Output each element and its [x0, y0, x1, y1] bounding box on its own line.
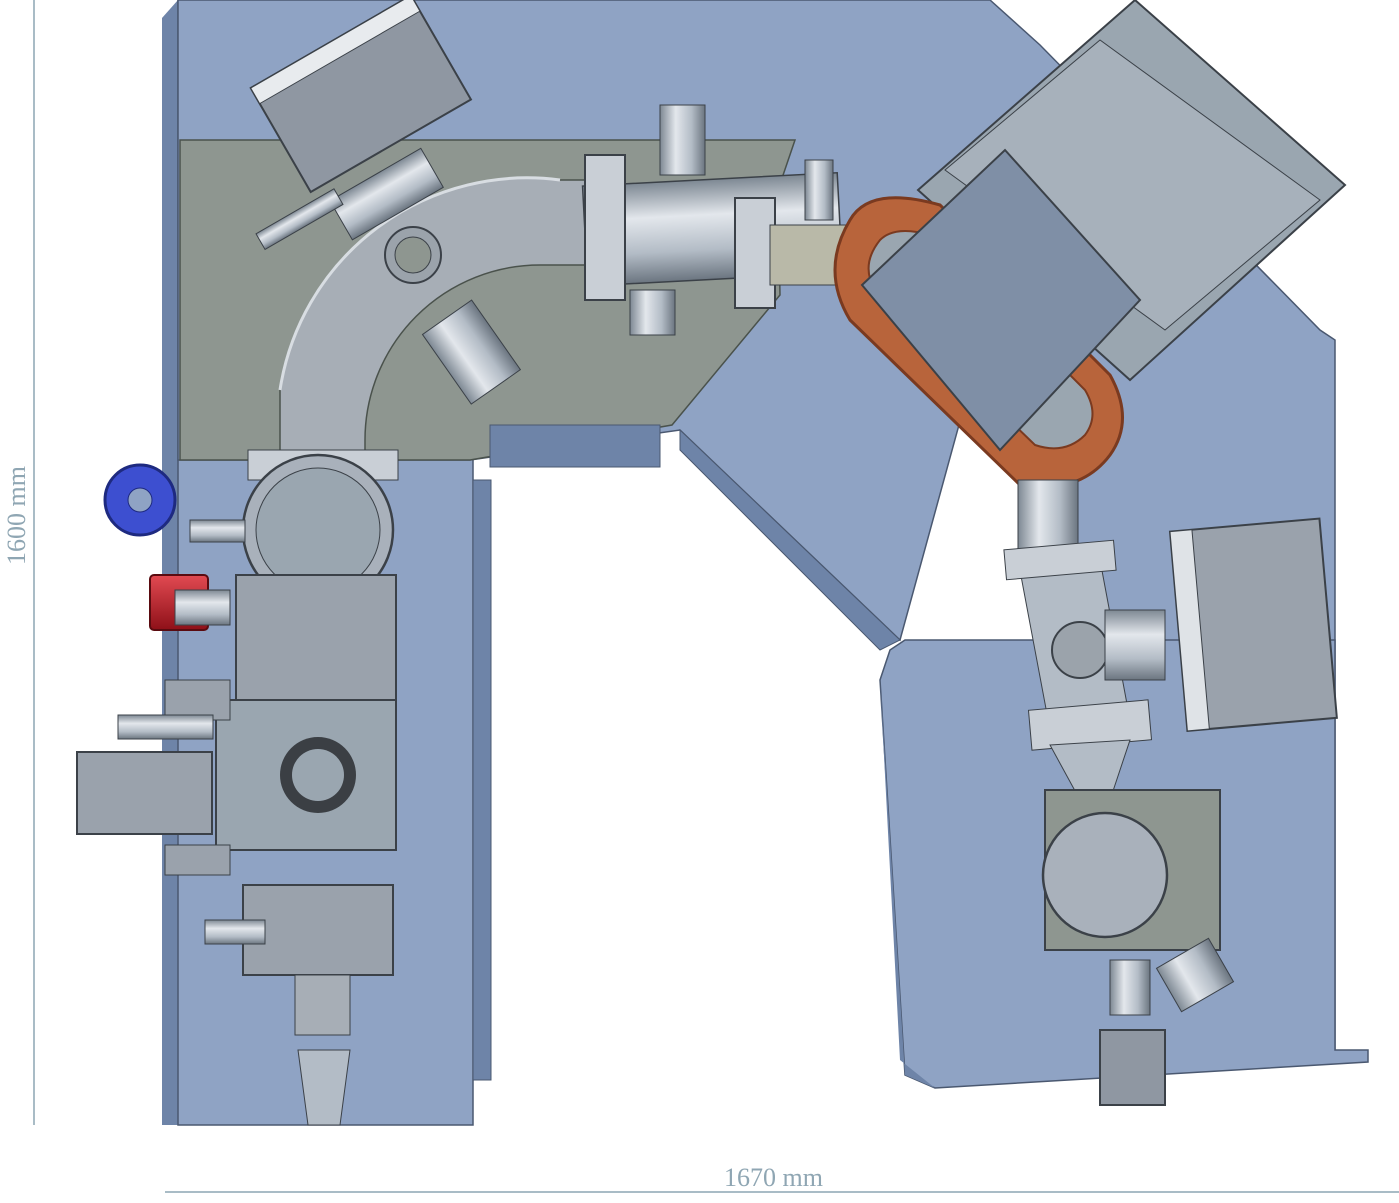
- small-round-flange: [384, 226, 442, 284]
- left-feedthrough: [117, 519, 266, 945]
- magnet-pole-plate: [860, 148, 1142, 452]
- blue-drive-gear: [103, 463, 177, 537]
- top-left-gauge-assembly: [255, 147, 444, 251]
- right-electronics-box: [1168, 517, 1338, 732]
- main-circular-flange: [241, 449, 399, 607]
- red-gate-valve: [149, 574, 231, 631]
- top-left-electronics-box: [249, 0, 473, 194]
- side-panel-box: [76, 751, 213, 835]
- height-dimension-label: 1600 mm: [2, 466, 31, 565]
- left-rectangular-chamber: [164, 574, 397, 1126]
- curved-beamline: [278, 176, 601, 461]
- lower-right-chamber: [1041, 789, 1235, 1106]
- lower-right-beam-tube: [1003, 479, 1166, 801]
- width-dimension-label: 1670 mm: [724, 1163, 823, 1192]
- bend-side-pump: [421, 299, 522, 405]
